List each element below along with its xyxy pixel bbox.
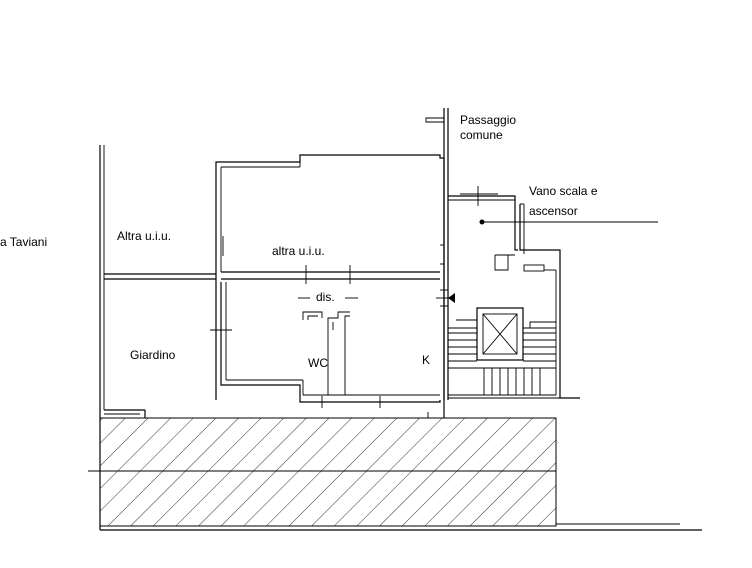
passage-walls (425, 108, 449, 418)
label-giardino: Giardino (130, 348, 176, 362)
label-k: K (422, 353, 430, 367)
corridor-and-wc (298, 297, 358, 395)
entrance-arrow-icon (448, 293, 455, 303)
label-altra-uiu-center: altra u.i.u. (272, 244, 325, 258)
label-passaggio-1: Passaggio (460, 113, 516, 127)
label-wc: WC (308, 356, 328, 370)
label-vano-scala-1: Vano scala e (529, 184, 598, 198)
stair-lift-core (448, 186, 658, 399)
label-vano-scala-2: ascensor (529, 204, 578, 218)
upper-unit-walls (215, 154, 445, 400)
hatched-foundation (88, 417, 557, 527)
boundary-wall-horizontal (104, 273, 216, 280)
label-altra-uiu-left: Altra u.i.u. (117, 229, 171, 243)
label-dis: dis. (316, 290, 335, 304)
outer-boundary (99, 145, 702, 531)
apartment-walls (210, 282, 455, 419)
label-street: a Taviani (0, 235, 47, 249)
label-passaggio-2: comune (460, 128, 503, 142)
